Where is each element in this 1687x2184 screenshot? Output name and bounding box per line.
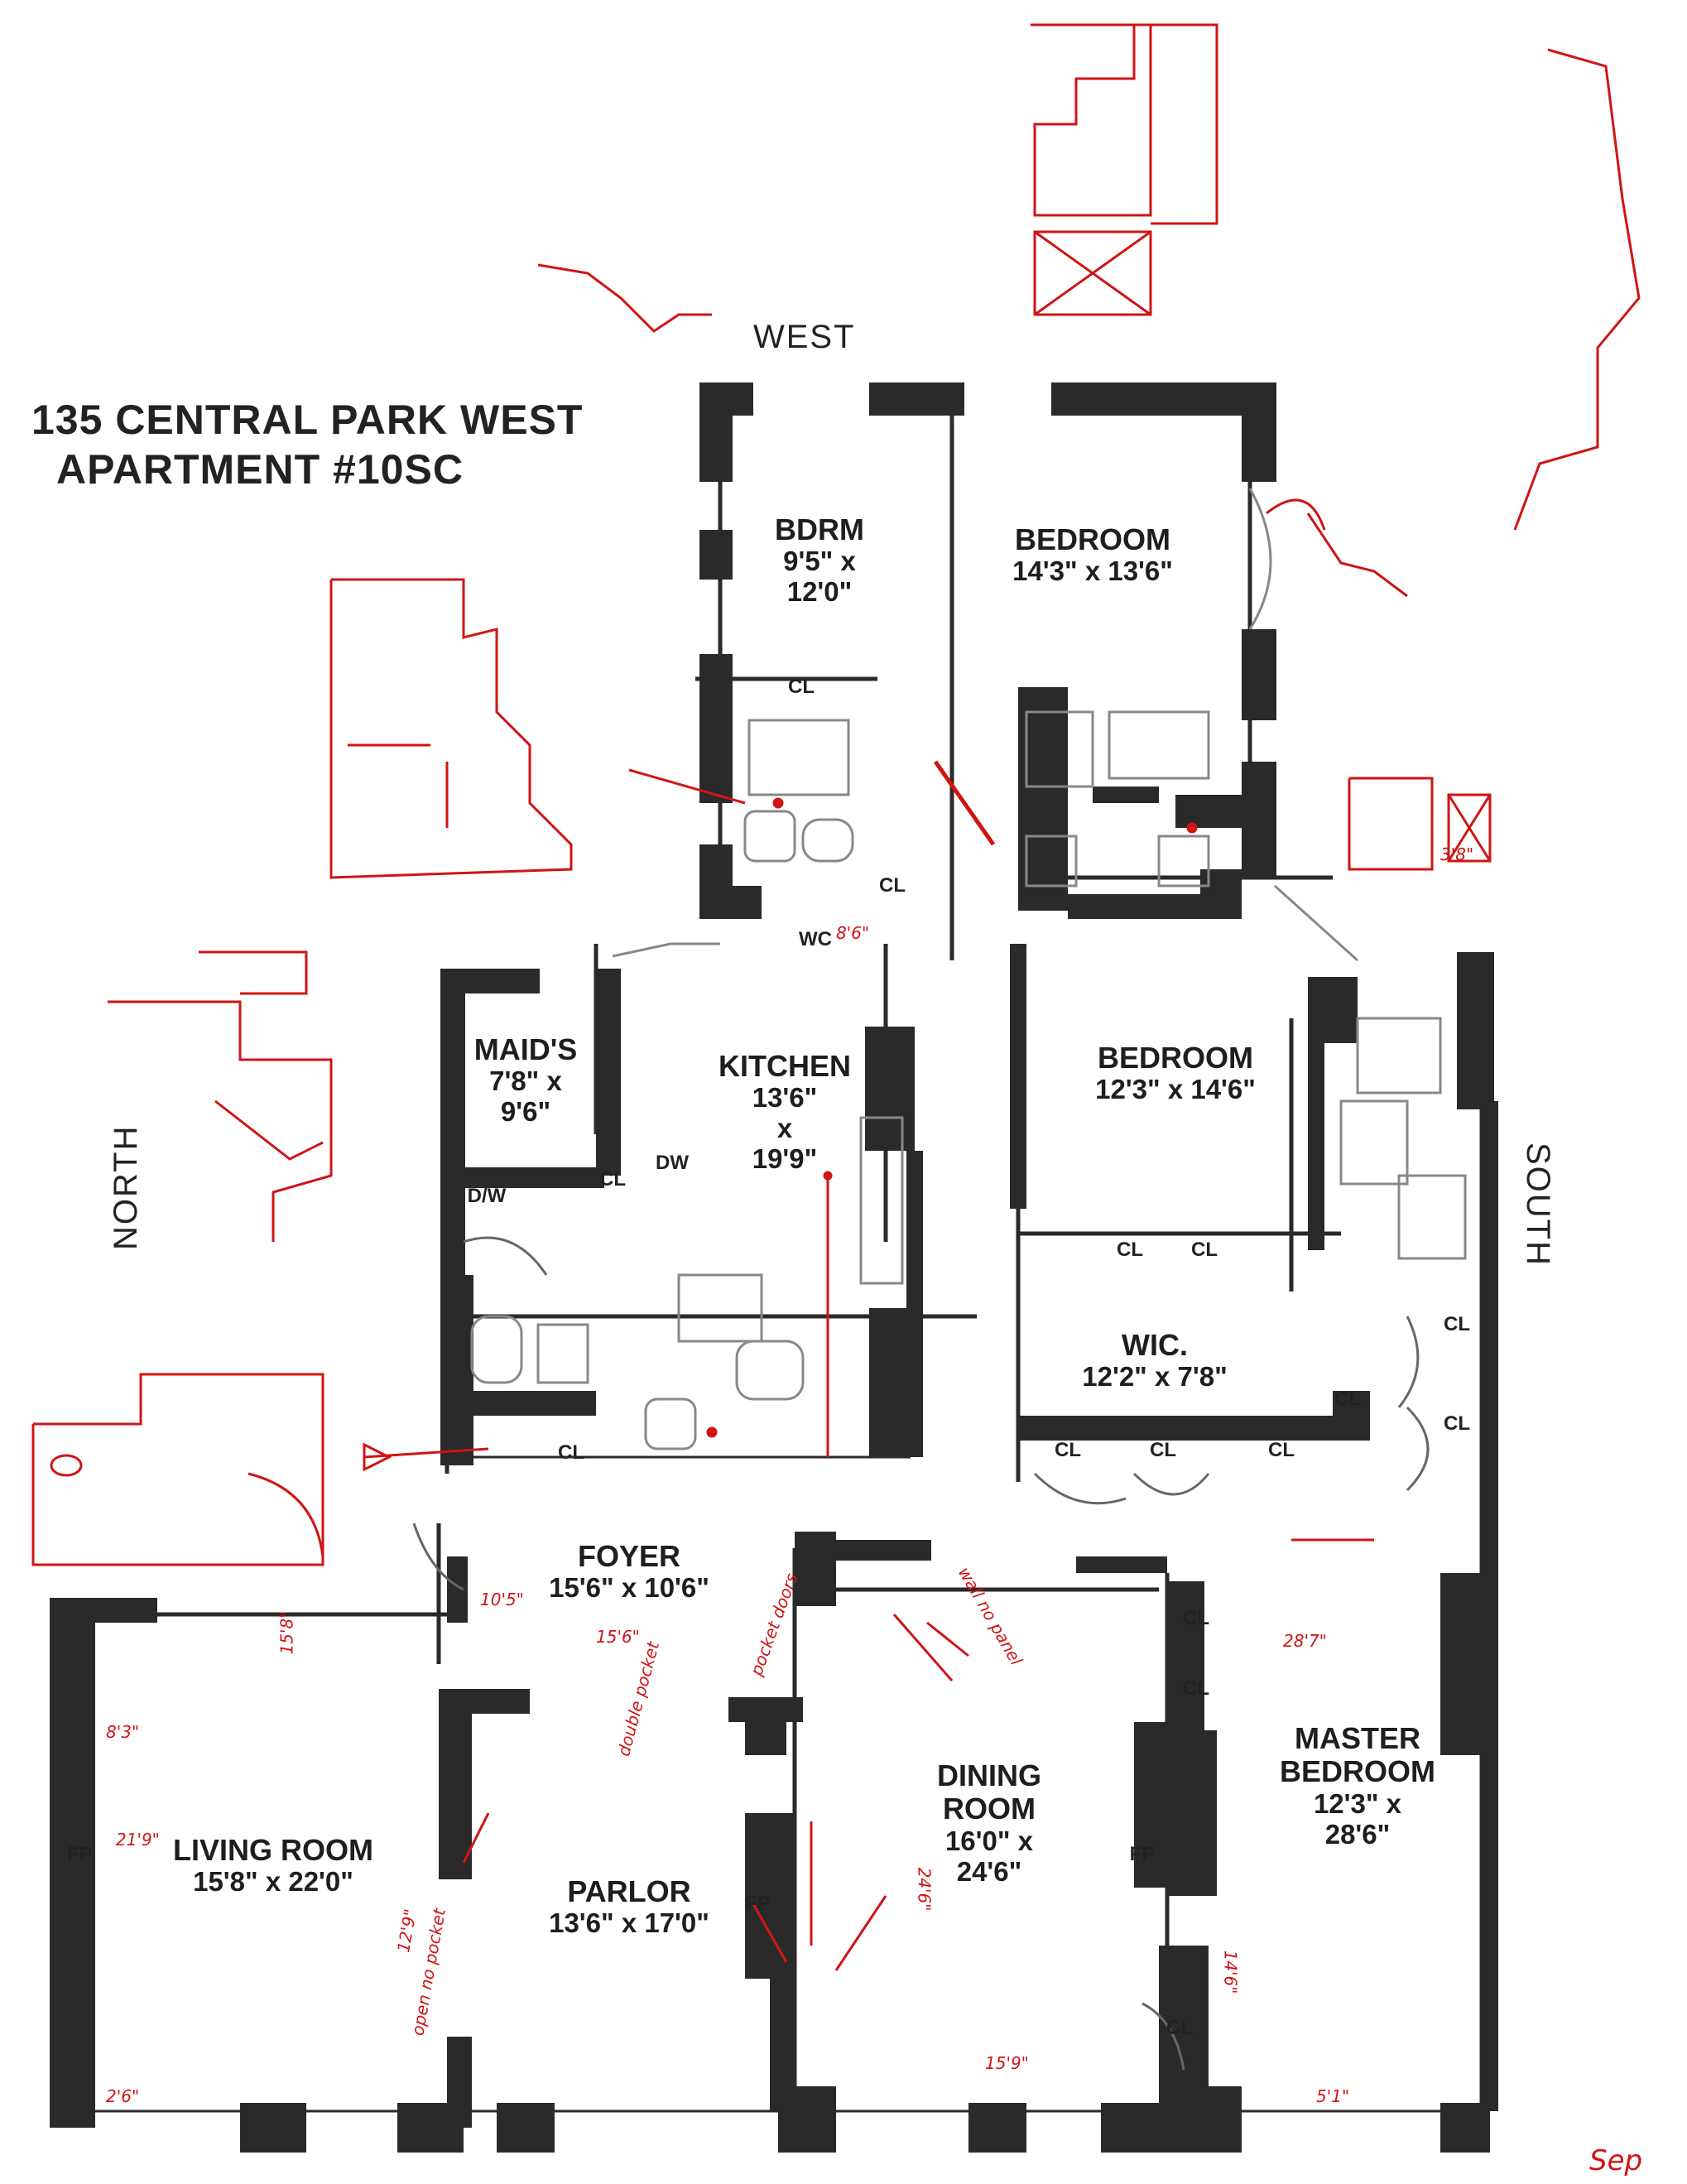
room-living: LIVING ROOM 15'8" x 22'0"	[173, 1833, 373, 1898]
annotation: 15'9"	[985, 2053, 1029, 2073]
wc-label: WC	[799, 928, 832, 950]
room-kitchen-dims-1: 13'6"	[752, 1082, 818, 1114]
room-maids-dims-1: 7'8" x	[489, 1066, 562, 1097]
room-living-name: LIVING ROOM	[173, 1833, 373, 1867]
annotation: Sep	[1589, 2144, 1643, 2177]
annotation: 15'8"	[276, 1610, 297, 1655]
room-foyer: FOYER 15'6" x 10'6"	[549, 1539, 709, 1604]
closet-label: CL	[1117, 1239, 1143, 1261]
dishwasher-label: DW	[656, 1152, 689, 1174]
room-bedroom-south-dims: 12'3" x 14'6"	[1095, 1074, 1256, 1105]
annotation: 15'6"	[596, 1627, 640, 1647]
room-bedroom-west: BEDROOM 14'3" x 13'6"	[1012, 522, 1173, 587]
fireplace-label: FP	[1129, 1843, 1156, 1865]
room-dining-name: DINING	[937, 1758, 1041, 1792]
closet-label: CL	[1334, 1388, 1361, 1410]
annotation: 8'6"	[836, 923, 870, 943]
fixtures	[470, 488, 1467, 1450]
closet-label: CL	[558, 1441, 584, 1464]
room-master-dims-1: 12'3" x	[1313, 1787, 1402, 1819]
annotation: 10'5"	[480, 1590, 524, 1609]
room-parlor-dims: 13'6" x 17'0"	[549, 1907, 709, 1939]
annotation: 14'6"	[1220, 1950, 1241, 1994]
closet-label: CL	[1268, 1439, 1295, 1461]
annotation: 28'7"	[1283, 1631, 1327, 1651]
room-dining-dims-1: 16'0" x	[944, 1825, 1034, 1856]
room-kitchen-dims-2: x	[776, 1113, 793, 1144]
plan-title-line2: APARTMENT #10SC	[56, 446, 464, 493]
room-master-name-2: BEDROOM	[1280, 1754, 1435, 1789]
walls-thick	[50, 382, 1498, 2153]
fireplace-label: FP	[744, 1893, 771, 1915]
room-bedroom-south: BEDROOM 12'3" x 14'6"	[1095, 1041, 1256, 1105]
room-wic-name: WIC.	[1122, 1328, 1188, 1362]
room-foyer-name: FOYER	[577, 1539, 681, 1573]
room-bdrm: BDRM 9'5" x 12'0"	[775, 512, 864, 608]
plan-title-line1: 135 CENTRAL PARK WEST	[31, 397, 584, 443]
room-parlor: PARLOR 13'6" x 17'0"	[549, 1874, 709, 1939]
closet-label: CL	[1183, 1677, 1209, 1700]
red-markup	[31, 23, 1641, 1971]
door-swings	[412, 1236, 1430, 2071]
closet-label: CL	[879, 874, 906, 897]
room-master-dims-2: 28'6"	[1324, 1818, 1391, 1850]
closet-label: CL	[1183, 1607, 1209, 1629]
closet-label: CL	[788, 676, 815, 698]
room-kitchen: KITCHEN 13'6" x 19'9"	[719, 1049, 851, 1175]
room-master-name: MASTER	[1295, 1721, 1420, 1755]
room-wic: WIC. 12'2" x 7'8"	[1082, 1328, 1228, 1393]
compass-west: WEST	[753, 319, 856, 355]
room-maids-dims-2: 9'6"	[500, 1096, 551, 1128]
annotation: 2'6"	[106, 2086, 140, 2106]
room-bdrm-name: BDRM	[775, 512, 864, 546]
room-kitchen-name: KITCHEN	[719, 1049, 851, 1083]
dryer-washer-label: D/W	[467, 1185, 507, 1207]
compass-south: SOUTH	[1520, 1143, 1556, 1267]
annotation: 24'6"	[914, 1867, 935, 1912]
room-master: MASTER BEDROOM 12'3" x 28'6"	[1280, 1721, 1435, 1850]
room-dining: DINING ROOM 16'0" x 24'6"	[937, 1758, 1041, 1888]
room-maids-name: MAID'S	[473, 1032, 578, 1066]
room-dining-name-2: ROOM	[943, 1792, 1036, 1826]
annotation: 8'3"	[106, 1722, 140, 1742]
closet-label: CL	[1191, 1239, 1218, 1261]
room-wic-dims: 12'2" x 7'8"	[1082, 1361, 1228, 1393]
room-dining-dims-2: 24'6"	[956, 1855, 1022, 1887]
room-bedroom-west-name: BEDROOM	[1014, 522, 1170, 556]
closet-label: CL	[599, 1168, 626, 1191]
closet-label: CL	[1150, 1439, 1176, 1461]
annotation: 21'9"	[116, 1830, 160, 1850]
room-bdrm-dims-1: 9'5" x	[783, 546, 856, 577]
room-kitchen-dims-3: 19'9"	[752, 1143, 818, 1175]
room-foyer-dims: 15'6" x 10'6"	[549, 1572, 709, 1604]
annotation: 5'1"	[1316, 2086, 1350, 2106]
fireplace-label: FP	[66, 1843, 93, 1865]
room-bdrm-dims-2: 12'0"	[786, 576, 853, 608]
room-bedroom-west-dims: 14'3" x 13'6"	[1012, 556, 1173, 587]
room-parlor-name: PARLOR	[567, 1874, 691, 1908]
room-bedroom-south-name: BEDROOM	[1097, 1041, 1253, 1075]
room-living-dims: 15'8" x 22'0"	[193, 1866, 353, 1898]
closet-label: CL	[1055, 1439, 1081, 1461]
closet-label: CL	[1444, 1313, 1470, 1335]
closet-label: CL	[1444, 1412, 1470, 1435]
annotation: 3'8"	[1440, 844, 1474, 864]
room-maids: MAID'S 7'8" x 9'6"	[473, 1032, 578, 1128]
closet-label: CL	[1166, 2017, 1193, 2039]
compass-north: NORTH	[108, 1124, 144, 1250]
